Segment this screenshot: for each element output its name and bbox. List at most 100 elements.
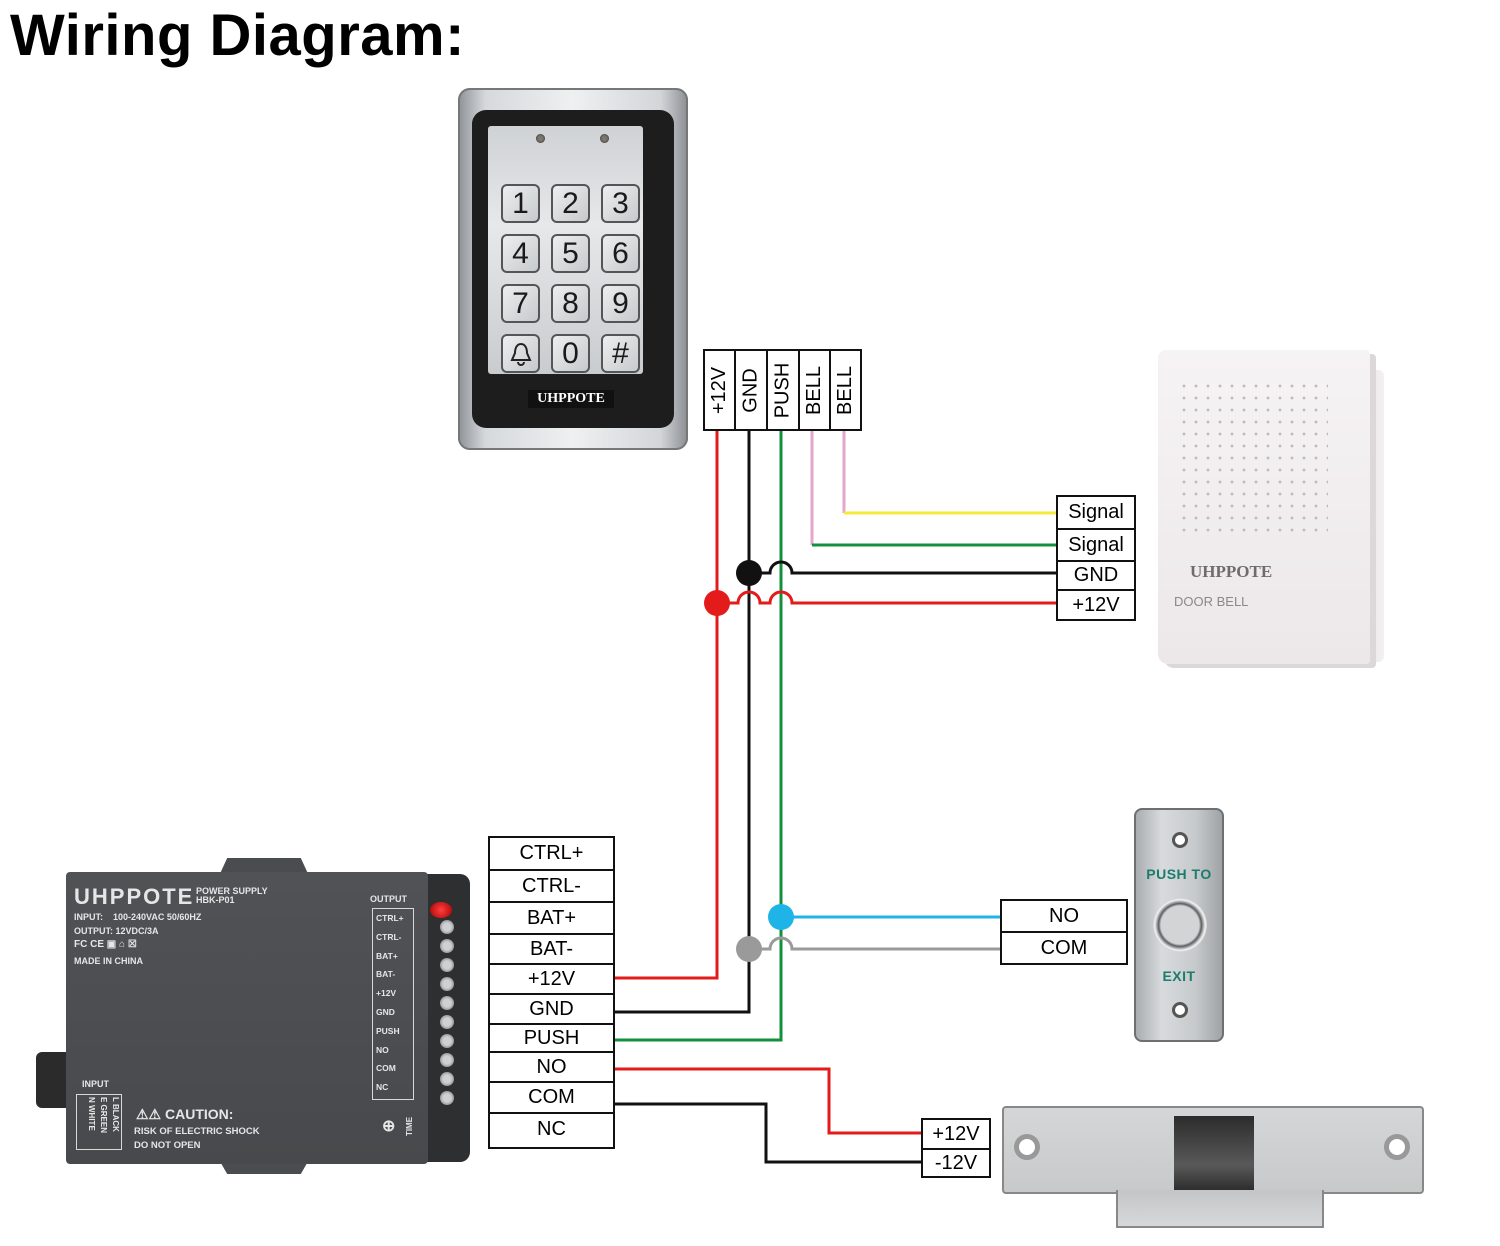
time-adjust-icon: ⊕ (382, 1118, 396, 1135)
psu-terminal: +12V (490, 965, 613, 995)
terminal-label: BELL (803, 365, 825, 415)
psu-output-pin-label: BAT- (376, 969, 396, 980)
bell-icon (509, 342, 532, 366)
psu-terminal: CTRL+ (490, 838, 613, 871)
doorbell-device: UHPPOTE DOOR BELL (1158, 350, 1370, 664)
key-2: 2 (551, 184, 590, 223)
key-bell (501, 334, 540, 373)
caution-line2: DO NOT OPEN (134, 1140, 201, 1151)
keypad-brand-logo: UHPPOTE (528, 390, 614, 408)
screw-hole-icon (1172, 1002, 1188, 1018)
psu-output-label: OUTPUT (370, 894, 407, 904)
strike-keeper (1116, 1190, 1324, 1228)
key-5: 5 (551, 234, 590, 273)
terminal-screw-icon (440, 1091, 454, 1105)
psu-output-pin-label: GND (376, 1007, 395, 1017)
wire-red-strike-12v (614, 1067, 922, 1135)
power-cable (36, 1052, 70, 1108)
terminal-screw-icon (440, 958, 454, 972)
wire-gray-exit-com (749, 936, 1001, 951)
strike-latch (1174, 1116, 1254, 1198)
push-button-icon (1153, 898, 1207, 952)
strike-terminal-block: +12V -12V (921, 1118, 991, 1178)
strike-terminal: -12V (934, 1151, 978, 1174)
doorbell-terminal-block: Signal Signal GND +12V (1056, 495, 1136, 621)
exit-top-text: PUSH TO (1146, 866, 1212, 882)
psu-terminal: COM (490, 1083, 613, 1114)
mount-hole-icon (1014, 1134, 1040, 1160)
psu-output-spec: OUTPUT: 12VDC/3A (74, 926, 159, 936)
speaker-grille (1178, 380, 1328, 540)
doorbell-terminal: Signal (1058, 497, 1134, 530)
diagram-title: Wiring Diagram: (10, 3, 465, 68)
key-0: 0 (551, 334, 590, 373)
terminal-screw-icon (440, 1034, 454, 1048)
exit-terminal-block: NO COM (1000, 899, 1128, 965)
psu-output-pin-label: COM (376, 1063, 396, 1074)
terminal-screw-icon (440, 920, 454, 934)
psu-output-pin-label: CTRL+ (376, 913, 404, 923)
psu-input-pin-label: N WHITE (87, 1097, 96, 1131)
keypad-device: 1 2 3 4 5 6 7 8 9 0 # UHPPOTE (458, 88, 688, 450)
terminal-screw-icon (440, 939, 454, 953)
psu-output-pin-label: CTRL- (376, 931, 402, 942)
wire-black-strike-neg (614, 1102, 922, 1164)
doorbell-terminal: Signal (1058, 530, 1134, 562)
psu-terminal: BAT+ (490, 903, 613, 935)
key-3: 3 (601, 184, 640, 223)
junction-gray-dot (736, 936, 762, 962)
psu-terminal: PUSH (490, 1025, 613, 1053)
junction-blue-dot (768, 904, 794, 930)
wire-black-keypad-gnd (614, 430, 751, 1014)
mount-hole-icon (1384, 1134, 1410, 1160)
terminal-screw-icon (440, 1072, 454, 1086)
terminal-label: PUSH (771, 362, 794, 418)
keypad-terminal: BELL (800, 351, 831, 429)
wire-red-keypad-12v (614, 430, 719, 980)
keypad-terminal: +12V (705, 351, 736, 429)
psu-output-pin-label: BAT+ (376, 950, 398, 961)
psu-output-pin-label: NO (376, 1044, 389, 1055)
power-led-icon (430, 902, 452, 918)
strike-terminal: +12V (923, 1120, 989, 1150)
psu-terminal: BAT- (490, 935, 613, 965)
psu-output-pin-label: +12V (376, 988, 397, 999)
psu-input-spec: INPUT: 100-240VAC 50/60HZ (74, 912, 202, 922)
psu-terminal: NC (537, 1118, 566, 1140)
doorbell-terminal: GND (1058, 562, 1134, 591)
terminal-label: BELL (834, 365, 856, 415)
caution-title-text: CAUTION: (165, 1106, 234, 1122)
psu-brand-logo: UHPPOTE (74, 884, 195, 909)
keypad-terminal-block: +12V GND PUSH BELL BELL (703, 349, 862, 431)
junction-red-dot (704, 590, 730, 616)
doorbell-label: DOOR BELL (1174, 594, 1249, 609)
key-hash: # (601, 334, 640, 373)
exit-terminal: COM (1040, 936, 1088, 959)
wire-green-keypad-push (614, 430, 783, 1042)
psu-model-line1: POWER SUPPLY (196, 886, 268, 896)
key-8: 8 (551, 284, 590, 323)
psu-terminal: NO (490, 1053, 613, 1083)
terminal-screw-icon (440, 977, 454, 991)
terminal-screw-icon (440, 996, 454, 1010)
caution-line1: RISK OF ELECTRIC SHOCK (134, 1126, 260, 1137)
exit-button-device: PUSH TO EXIT (1134, 808, 1224, 1042)
terminal-label: GND (739, 367, 762, 413)
psu-input-pin-label: L BLACK (111, 1097, 120, 1132)
key-7: 7 (501, 284, 540, 323)
wire-red-doorbell-12v (717, 590, 1057, 605)
keypad-terminal: PUSH (768, 351, 800, 429)
terminal-screw-icon (440, 1053, 454, 1067)
terminal-label: +12V (708, 366, 731, 414)
key-1: 1 (501, 184, 540, 223)
key-9: 9 (601, 284, 640, 323)
caution-title: ⚠⚠ CAUTION: (136, 1106, 234, 1122)
psu-input-pin-label: E GREEN (99, 1097, 108, 1134)
psu-origin: MADE IN CHINA (74, 956, 143, 966)
keypad-face: 1 2 3 4 5 6 7 8 9 0 # (488, 126, 643, 374)
status-led-icon (536, 134, 545, 143)
